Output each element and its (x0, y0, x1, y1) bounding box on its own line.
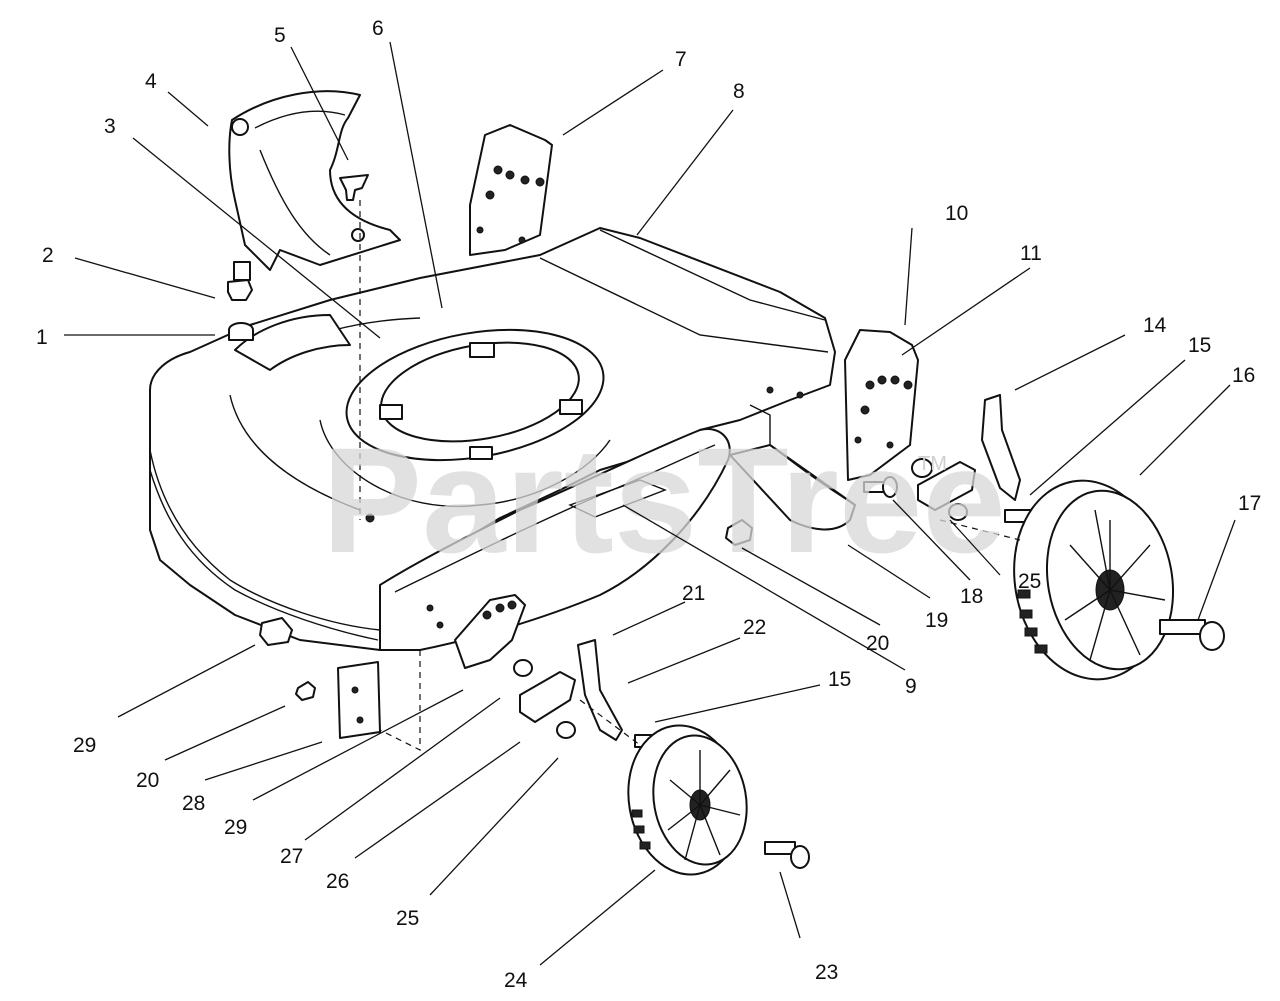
callout-28: 28 (182, 792, 205, 815)
callout-4: 4 (145, 70, 157, 93)
callout-9: 9 (905, 675, 917, 698)
callout-labels: 1 2 3 4 5 6 7 8 9 10 11 14 15 15 16 17 1… (36, 17, 1261, 992)
callout-14: 14 (1143, 314, 1167, 337)
axle-bolt-rear (1159, 619, 1225, 651)
mower-deck (149, 227, 836, 651)
callout-19: 19 (925, 609, 948, 632)
axle-plate-front (513, 659, 576, 739)
callout-27: 27 (280, 845, 303, 868)
callout-10: 10 (945, 202, 968, 225)
wheel-spring-front (577, 639, 623, 741)
callout-25-rear: 25 (1018, 570, 1041, 593)
callout-17: 17 (1238, 492, 1261, 515)
callout-29-lower: 29 (224, 816, 247, 839)
wheel-spring-rear (981, 394, 1021, 501)
callout-20-rear: 20 (866, 632, 889, 655)
hex-nut-front (295, 681, 316, 701)
callout-15-front: 15 (828, 668, 851, 691)
callout-20-front: 20 (136, 769, 159, 792)
callout-8: 8 (733, 80, 745, 103)
watermark-text: PartsTree (322, 416, 1006, 584)
callout-5: 5 (274, 24, 286, 47)
height-adjust-bracket-right (844, 329, 919, 481)
callout-3: 3 (104, 115, 116, 138)
bushing (228, 322, 254, 341)
callout-15-rear: 15 (1188, 334, 1211, 357)
watermark-trademark: TM (918, 453, 947, 475)
knob-bolt (227, 261, 253, 301)
axle-bolt-front (764, 841, 810, 869)
clip-nut (259, 617, 293, 646)
callout-18: 18 (960, 585, 983, 608)
front-wheel (627, 724, 748, 876)
callout-29-left: 29 (73, 734, 96, 757)
height-adjust-bracket-front (454, 594, 526, 669)
callout-6: 6 (372, 17, 384, 40)
mounting-plate (337, 661, 381, 739)
wing-knob (339, 174, 369, 201)
height-adjust-bracket-rear (469, 124, 553, 256)
callout-11: 11 (1020, 242, 1042, 265)
callout-26: 26 (326, 870, 349, 893)
discharge-deflector (228, 90, 401, 271)
shoulder-bolt-rear (863, 476, 898, 498)
callout-7: 7 (675, 48, 687, 71)
rear-axle-channel (729, 444, 856, 531)
callout-2: 2 (42, 244, 54, 267)
axle-plate-rear (911, 458, 976, 521)
callout-25-front: 25 (396, 907, 419, 930)
hex-nut-rear (725, 519, 753, 546)
leader-lines (64, 41, 1236, 966)
callout-21: 21 (682, 582, 705, 605)
callout-16: 16 (1232, 364, 1255, 387)
callout-22: 22 (743, 616, 766, 639)
rear-wheel (1013, 479, 1175, 681)
callout-24: 24 (504, 969, 528, 992)
callout-1: 1 (36, 326, 48, 349)
callout-23: 23 (815, 961, 838, 984)
